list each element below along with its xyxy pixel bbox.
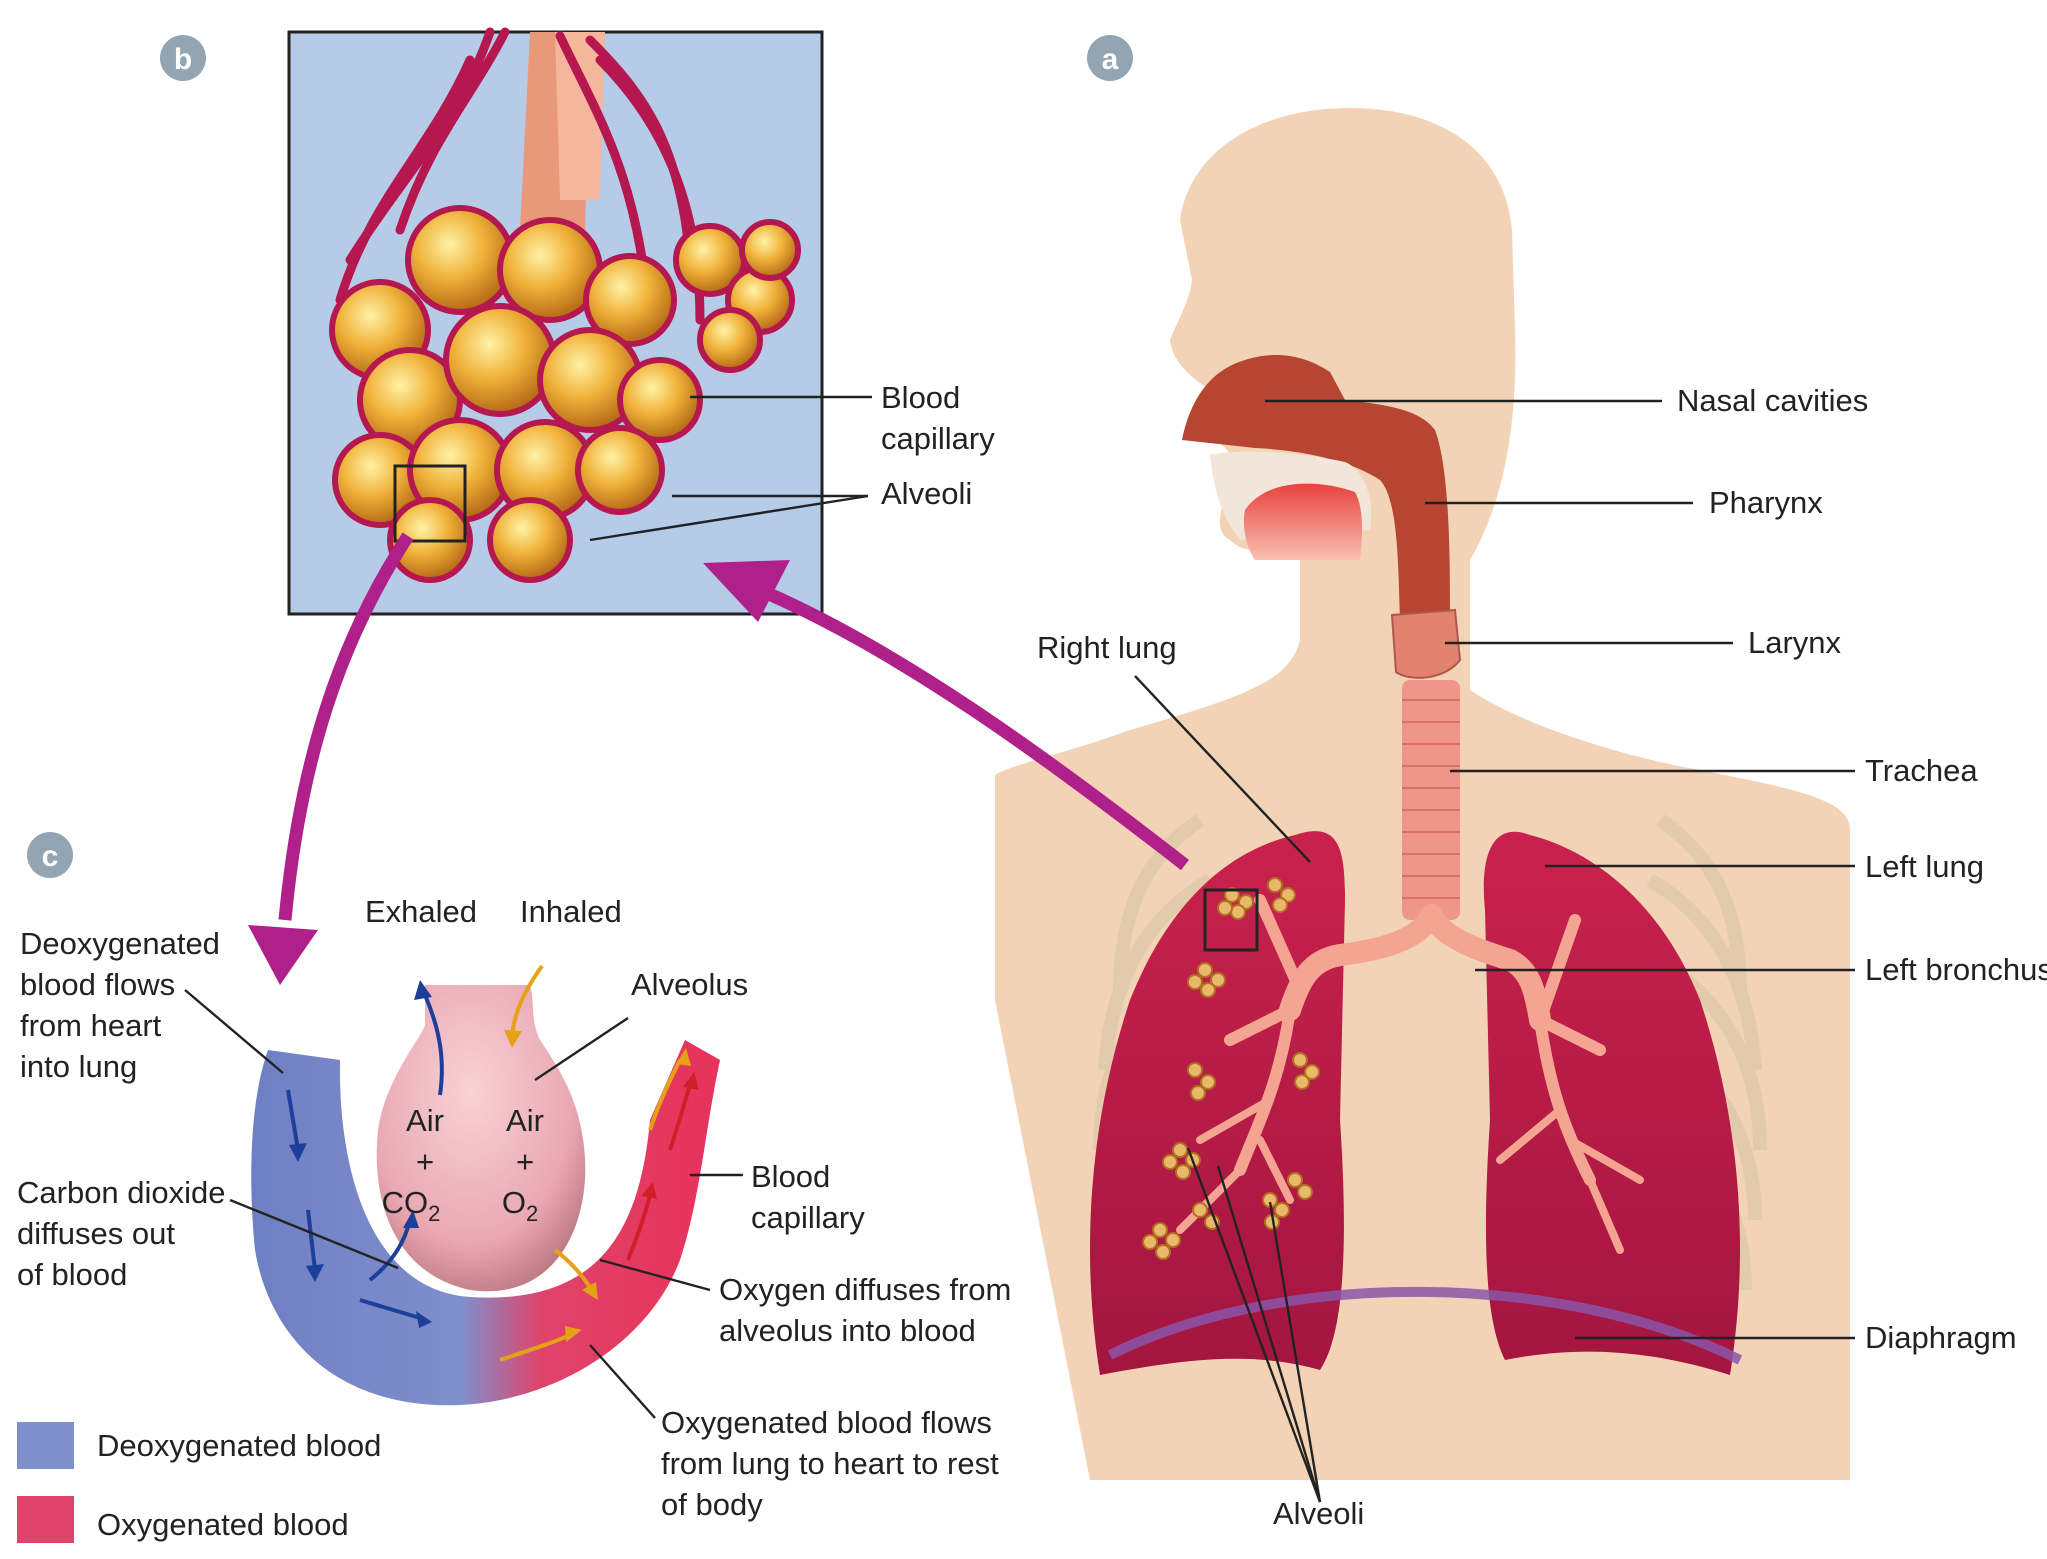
panel-badge-c: c bbox=[27, 832, 73, 878]
legend-label-oxygenated: Oxygenated blood bbox=[97, 1507, 349, 1542]
svg-text:Oxygenated blood flows: Oxygenated blood flows bbox=[661, 1405, 992, 1440]
diaphragm bbox=[1107, 1286, 1743, 1365]
legend-swatch-oxygenated bbox=[17, 1496, 74, 1543]
label-alveoli-b: Alveoli bbox=[881, 476, 972, 511]
svg-text:of blood: of blood bbox=[17, 1257, 127, 1292]
label-plus-right: + bbox=[516, 1144, 534, 1179]
alveolus-bulb bbox=[376, 985, 586, 1292]
svg-text:of body: of body bbox=[661, 1487, 763, 1522]
legend: Deoxygenated blood Oxygenated blood bbox=[17, 1422, 381, 1543]
svg-text:from heart: from heart bbox=[20, 1008, 162, 1043]
svg-text:into lung: into lung bbox=[20, 1049, 137, 1084]
label-pharynx: Pharynx bbox=[1709, 485, 1823, 520]
label-blood-capillary-c: Blood capillary bbox=[751, 1159, 865, 1235]
label-diaphragm: Diaphragm bbox=[1865, 1320, 2017, 1355]
arrow-head-inset bbox=[703, 560, 790, 622]
label-alveoli-a: Alveoli bbox=[1273, 1496, 1364, 1531]
label-o2-diffuses: Oxygen diffuses from alveolus into blood bbox=[719, 1272, 1011, 1348]
svg-text:a: a bbox=[1102, 43, 1119, 76]
label-oxygenated-flow: Oxygenated blood flows from lung to hear… bbox=[661, 1405, 999, 1522]
label-right-lung: Right lung bbox=[1037, 630, 1177, 665]
label-o2: O2 bbox=[502, 1185, 538, 1226]
label-co2: CO2 bbox=[382, 1185, 441, 1226]
tongue bbox=[1243, 483, 1363, 560]
zoom-box-alveoli bbox=[393, 464, 467, 543]
legend-label-deoxygenated: Deoxygenated blood bbox=[97, 1428, 381, 1463]
arrow-inset-to-c bbox=[278, 532, 414, 921]
label-co2-diffuses: Carbon dioxide diffuses out of blood bbox=[17, 1175, 226, 1292]
label-blood-capillary-b-1: Blood bbox=[881, 380, 960, 415]
larynx bbox=[1390, 608, 1462, 679]
alveolar-sac-cluster bbox=[329, 205, 801, 583]
svg-text:diffuses out: diffuses out bbox=[17, 1216, 175, 1251]
label-exhaled: Exhaled bbox=[365, 894, 477, 929]
label-air-right: Air bbox=[506, 1103, 544, 1138]
legend-swatch-deoxygenated bbox=[17, 1422, 74, 1469]
svg-text:Carbon dioxide: Carbon dioxide bbox=[17, 1175, 226, 1210]
label-left-bronchus: Left bronchus bbox=[1865, 952, 2047, 987]
up-arrow-icon bbox=[414, 980, 444, 1096]
svg-text:capillary: capillary bbox=[751, 1200, 865, 1235]
nasal-cavity bbox=[1182, 355, 1450, 620]
svg-text:b: b bbox=[174, 43, 192, 76]
panel-badge-b: b bbox=[160, 35, 206, 81]
zoom-box-lung bbox=[1203, 888, 1259, 952]
label-deoxygenated-flow: Deoxygenated blood flows from heart into… bbox=[20, 926, 220, 1084]
label-alveolus: Alveolus bbox=[631, 967, 748, 1002]
svg-text:alveolus into blood: alveolus into blood bbox=[719, 1313, 976, 1348]
arrow-lung-to-inset bbox=[757, 584, 1189, 871]
svg-text:Blood: Blood bbox=[751, 1159, 830, 1194]
panel-c: Air + CO2 Air + O2 Exhaled Inhaled Alveo… bbox=[17, 894, 1011, 1522]
panel-b: Blood capillary Alveoli bbox=[287, 27, 995, 616]
label-trachea: Trachea bbox=[1865, 753, 1978, 788]
arrow-head-c bbox=[248, 925, 318, 985]
label-nasal-cavities: Nasal cavities bbox=[1677, 383, 1868, 418]
label-air-left: Air bbox=[406, 1103, 444, 1138]
left-lung bbox=[1483, 831, 1740, 1375]
trachea bbox=[1402, 680, 1460, 920]
panel-a: Nasal cavities Pharynx Larynx Trachea Le… bbox=[995, 108, 2047, 1531]
label-plus-left: + bbox=[416, 1144, 434, 1179]
label-blood-capillary-b-2: capillary bbox=[881, 421, 995, 456]
svg-text:blood flows: blood flows bbox=[20, 967, 175, 1002]
capillary-u bbox=[251, 1040, 721, 1406]
svg-text:Deoxygenated: Deoxygenated bbox=[20, 926, 220, 961]
svg-text:from lung to heart to rest: from lung to heart to rest bbox=[661, 1446, 999, 1481]
panel-badge-a: a bbox=[1087, 35, 1133, 81]
svg-text:c: c bbox=[42, 840, 59, 873]
label-inhaled: Inhaled bbox=[520, 894, 622, 929]
connector-arrows bbox=[248, 532, 1189, 985]
label-larynx: Larynx bbox=[1748, 625, 1842, 660]
label-left-lung: Left lung bbox=[1865, 849, 1984, 884]
svg-text:Oxygen diffuses from: Oxygen diffuses from bbox=[719, 1272, 1011, 1307]
